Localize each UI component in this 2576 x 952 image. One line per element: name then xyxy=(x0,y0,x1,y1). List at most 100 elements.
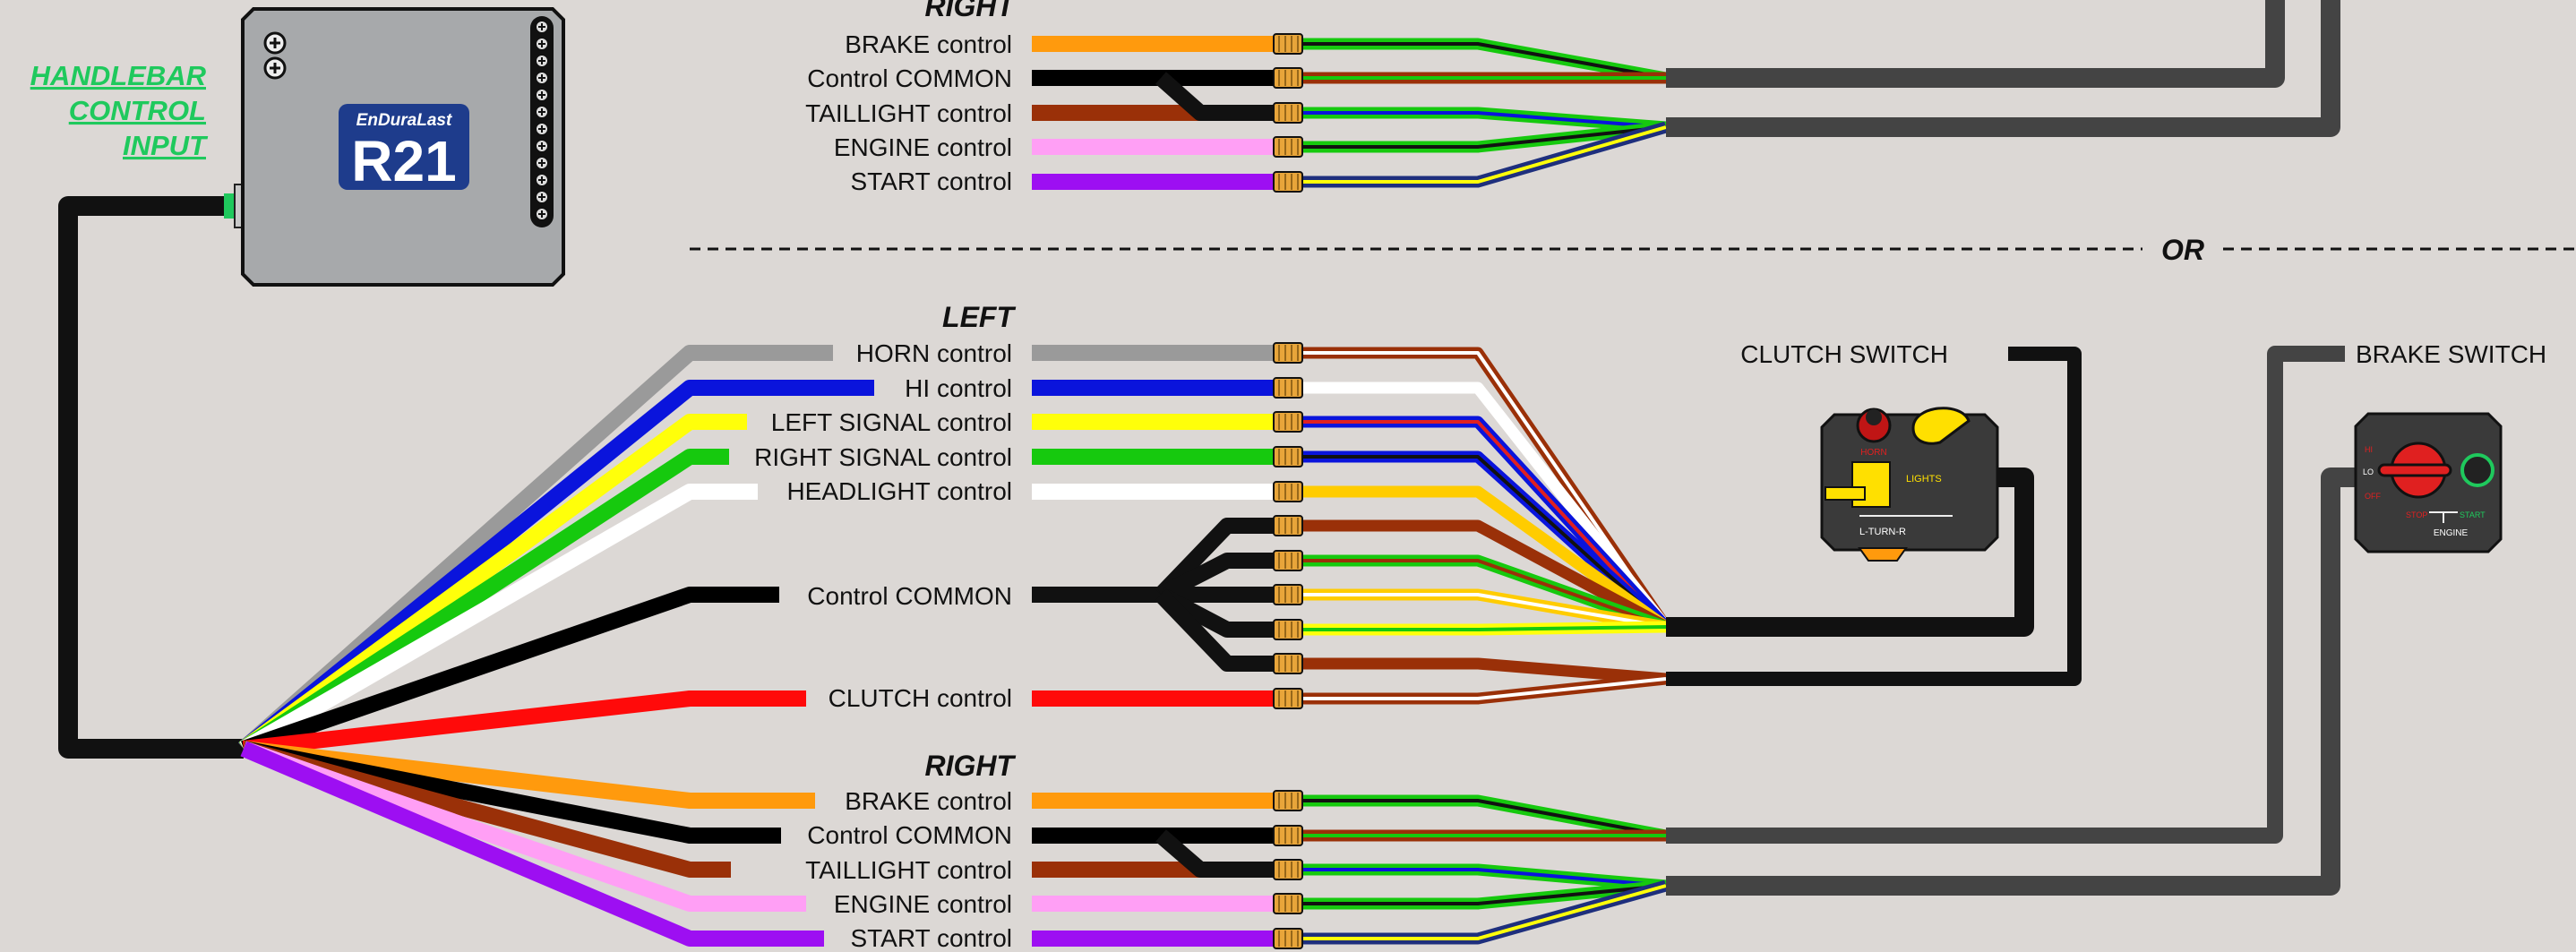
connector-body xyxy=(1273,342,1303,364)
module-cable xyxy=(58,196,244,759)
clutch-switch-cable xyxy=(1666,467,2034,637)
wire xyxy=(242,741,781,844)
right-top-labels: BRAKE control Control COMMON TAILLIGHT c… xyxy=(805,30,1012,195)
connector-icon xyxy=(1273,893,1303,914)
wire-stripe xyxy=(1290,455,1668,629)
handlebar-control-input-title: HANDLEBAR CONTROL INPUT xyxy=(30,60,209,161)
wire xyxy=(1155,829,1275,878)
connector-icon xyxy=(1273,790,1303,811)
stop-text: STOP xyxy=(2406,510,2427,519)
wire xyxy=(238,414,747,756)
row-label: HORN control xyxy=(856,339,1012,367)
terminal-screw-slot xyxy=(538,142,545,150)
left-title: LEFT xyxy=(942,301,1016,333)
row-label: ENGINE control xyxy=(834,890,1012,918)
connector-body xyxy=(1273,893,1303,914)
connector-icon xyxy=(1273,481,1303,502)
connector-icon xyxy=(1273,446,1303,467)
right-top-title: RIGHT xyxy=(924,0,1016,22)
right-bottom-title: RIGHT xyxy=(924,750,1016,782)
title-line-2: CONTROL xyxy=(69,95,206,126)
light-switch-icon xyxy=(1911,407,1971,445)
wire xyxy=(240,741,824,947)
connector-body xyxy=(1273,377,1303,399)
connector-icon xyxy=(1273,825,1303,846)
connector-icon xyxy=(1273,928,1303,949)
r21-control-module: EnDuraLast R21 xyxy=(224,7,565,287)
wire-stripe xyxy=(1290,559,1667,629)
connector-body xyxy=(1273,859,1303,880)
row-label: HEADLIGHT control xyxy=(786,477,1012,505)
connector-icon xyxy=(1273,550,1303,571)
hi-text: HI xyxy=(2365,445,2373,454)
wire-stripe xyxy=(1290,420,1668,629)
connector-icon xyxy=(1273,584,1303,605)
terminal-screw-slot xyxy=(538,193,545,201)
connector-body xyxy=(1273,515,1303,536)
wire-stripe xyxy=(1290,125,1667,184)
lo-text: LO xyxy=(2363,467,2374,476)
terminal-screw-slot xyxy=(538,125,545,133)
left-labels: HORN control HI control LEFT SIGNAL cont… xyxy=(754,339,1012,712)
wire xyxy=(1155,72,1275,121)
row-label: RIGHT SIGNAL control xyxy=(754,443,1012,471)
wire-stripe xyxy=(1290,111,1667,129)
connector-icon xyxy=(1273,653,1303,674)
connector-icon xyxy=(1273,377,1303,399)
wire xyxy=(241,741,806,912)
wire-stripe xyxy=(1290,884,1667,905)
wire xyxy=(1290,519,1670,632)
connector-body xyxy=(1273,653,1303,674)
terminal-screw-slot xyxy=(538,159,545,167)
r21-logo xyxy=(339,104,469,190)
lights-text: LIGHTS xyxy=(1906,474,1942,485)
brake-cable xyxy=(1666,0,2285,88)
wire-stripe xyxy=(1290,351,1668,629)
model-label: R21 xyxy=(351,129,456,193)
row-label: LEFT SIGNAL control xyxy=(771,408,1012,436)
connector-body xyxy=(1273,33,1303,55)
connector-icon xyxy=(1273,411,1303,433)
title-line-1: HANDLEBAR xyxy=(30,60,207,91)
connector-icon xyxy=(1273,136,1303,158)
connector-icon xyxy=(1273,688,1303,709)
turn-text: L-TURN-R xyxy=(1859,527,1906,537)
wire-stripe xyxy=(1290,42,1667,80)
row-label: START control xyxy=(850,167,1012,195)
clutch-switch-cable xyxy=(1666,347,2082,686)
engine-text: ENGINE xyxy=(2434,528,2469,538)
clutch-switch-housing: HORN HI LO LIGHTS L-TURN-R xyxy=(1820,407,1999,562)
engine-cable xyxy=(1666,0,2340,137)
row-label: BRAKE control xyxy=(845,30,1012,58)
wires-layer xyxy=(58,0,2357,949)
start-button-icon xyxy=(2460,453,2494,487)
horn-text: HORN xyxy=(1860,448,1886,458)
terminal-screw-slot xyxy=(538,57,545,64)
row-label: CLUTCH control xyxy=(829,684,1012,712)
right-bottom-labels: BRAKE control Control COMMON TAILLIGHT c… xyxy=(805,787,1012,952)
connector-body xyxy=(1273,825,1303,846)
row-label: HI control xyxy=(905,374,1012,402)
row-label: TAILLIGHT control xyxy=(805,99,1012,127)
connector-icon xyxy=(1273,171,1303,193)
brake-switch-label: BRAKE SWITCH xyxy=(2356,340,2546,368)
connector-body xyxy=(1273,688,1303,709)
connector-icon xyxy=(1273,515,1303,536)
connector-body xyxy=(1273,481,1303,502)
connector-body xyxy=(1273,619,1303,640)
terminal-screw-slot xyxy=(538,23,545,30)
row-label: BRAKE control xyxy=(845,787,1012,815)
engine-cable xyxy=(1666,467,2357,896)
row-label: Control COMMON xyxy=(807,64,1012,92)
wire-stripe xyxy=(1290,884,1667,940)
wire xyxy=(239,484,758,756)
row-label: Control COMMON xyxy=(807,821,1012,849)
wire-stripe xyxy=(1290,625,1667,631)
connector-icon xyxy=(1273,619,1303,640)
connector-icon xyxy=(1273,33,1303,55)
connector-body xyxy=(1273,790,1303,811)
terminal-screw-slot xyxy=(538,108,545,116)
wire xyxy=(242,741,815,809)
start-text: START xyxy=(2460,510,2486,519)
connector-body xyxy=(1273,102,1303,124)
